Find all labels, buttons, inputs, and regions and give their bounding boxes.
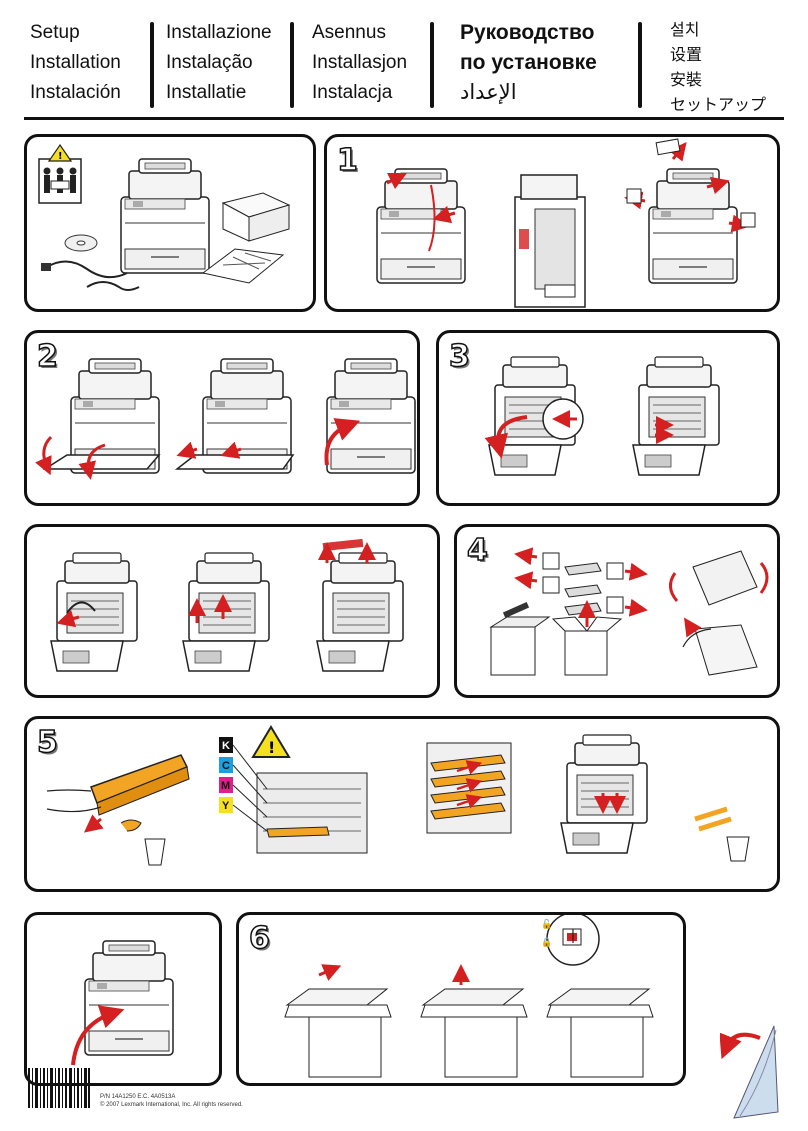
toner-y-label: Y [222, 800, 230, 812]
bag-open [682, 617, 758, 676]
page-turn-icon [720, 1025, 779, 1119]
panel-step-2: 2 [24, 330, 420, 506]
title-asennus: Asennus [312, 22, 386, 43]
step-number-6: 6 [248, 920, 270, 957]
toner-cartridge [46, 754, 190, 833]
title-instalacao: Instalação [166, 52, 253, 73]
step-number-1: 1 [336, 142, 358, 179]
barcode [28, 1068, 90, 1108]
title-russian: Руководство [460, 21, 595, 44]
box-cut [489, 601, 551, 676]
title-installasjon: Installasjon [312, 52, 408, 73]
title-installation: Installation [30, 52, 121, 73]
toner-k-label: K [222, 740, 230, 752]
step-number-5: 5 [36, 724, 58, 761]
header-col-2: Installazione Instalação Installatie [166, 18, 272, 108]
title-instalacion: Instalación [30, 82, 121, 103]
box-icon [221, 192, 291, 242]
header-separator [430, 22, 434, 108]
step-number-2: 2 [36, 338, 58, 375]
toner-slot-open [232, 744, 368, 854]
title-japanese: セットアップ [670, 97, 767, 114]
title-instalacja: Instalacja [312, 82, 393, 103]
open-front-door-illustration [484, 356, 720, 476]
title-chinese-traditional: 安裝 [670, 72, 703, 89]
svg-text:🔒: 🔒 [541, 937, 552, 948]
close-door-illustration [71, 940, 174, 1066]
remove-tape-illustration [376, 138, 756, 308]
warning-icon: ! [251, 725, 291, 758]
header-separator [290, 22, 294, 108]
title-chinese-simplified: 设置 [670, 47, 703, 64]
lock-switch-icon: 🔓 🔒 [541, 915, 600, 966]
header-rule [24, 117, 784, 120]
title-korean: 설치 [670, 22, 700, 39]
install-toner-illustration: K C M Y ! [46, 725, 750, 866]
panel-step-3: 3 [436, 330, 780, 506]
panel-step-1: 1 [324, 134, 780, 312]
toner-c-label: C [222, 760, 230, 772]
svg-text:🔓: 🔓 [541, 918, 552, 930]
panel-contents: ! [24, 134, 316, 312]
header-col-5: 설치 设置 安裝 セットアップ [670, 18, 766, 118]
open-tray-illustration [35, 358, 416, 480]
foam-pieces [542, 552, 624, 616]
remove-packing-illustration [50, 538, 404, 672]
packing-waste [120, 819, 166, 866]
panel-step-5: 5 K C M Y ! [24, 716, 780, 892]
documents-icon [201, 248, 285, 284]
bag-shake [669, 550, 769, 606]
svg-text:!: ! [268, 738, 275, 757]
title-header: Setup Installation Instalación Installaz… [28, 18, 788, 118]
header-separator [638, 22, 642, 108]
toners-inserted [426, 742, 512, 834]
box-contents-illustration: ! [38, 143, 291, 291]
waste-packing [694, 806, 750, 862]
toner-m-label: M [221, 780, 230, 792]
header-col-1: Setup Installation Instalación [30, 18, 121, 108]
panel-step-6: 6 🔓 🔒 [236, 912, 686, 1086]
copyright: © 2007 Lexmark International, Inc. All r… [100, 1102, 243, 1108]
cd-icon [64, 234, 98, 252]
title-setup: Setup [30, 22, 80, 43]
title-installatie: Installatie [166, 82, 247, 103]
box-open [551, 600, 623, 676]
title-russian-2: по установке [460, 51, 597, 74]
header-col-4: Руководство по установке الإعداد [460, 18, 597, 108]
header-separator [150, 22, 154, 108]
step-number-4: 4 [466, 532, 488, 569]
power-cord-icon [41, 260, 140, 291]
panel-close-door [24, 912, 222, 1086]
part-number: P/N 14A1250 E.C. 4A0513A [100, 1094, 176, 1100]
panel-step-4: 4 [454, 524, 780, 698]
step-number-3: 3 [448, 338, 470, 375]
lift-warning-icon: ! [38, 143, 82, 204]
header-col-3: Asennus Installasjon Instalacja [312, 18, 407, 108]
title-installazione: Installazione [166, 22, 272, 43]
scanner-unlock-illustration: 🔓 🔒 [284, 915, 654, 1078]
title-arabic: الإعداد [460, 81, 517, 104]
svg-text:!: ! [58, 151, 63, 162]
panel-step-3b [24, 524, 440, 698]
color-slots: K C M Y [219, 737, 233, 813]
unpack-cartridges-illustration [489, 547, 769, 676]
